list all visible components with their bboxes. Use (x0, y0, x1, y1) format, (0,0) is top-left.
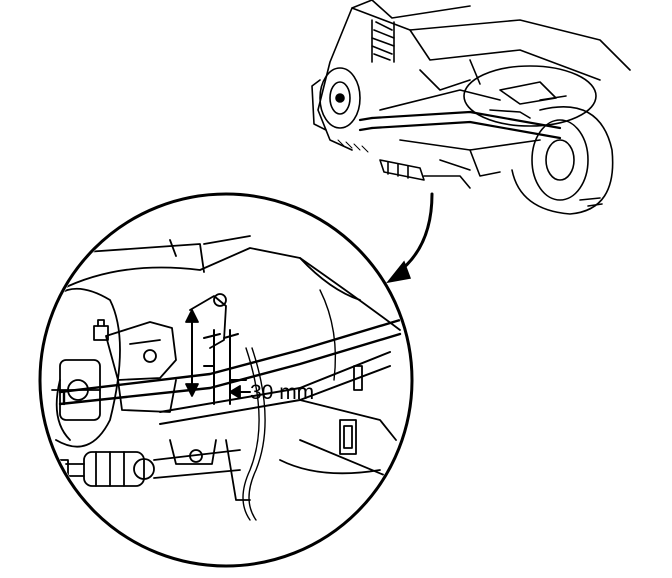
reference-marker-arrow (185, 309, 199, 397)
rear-tyre-overview (511, 106, 614, 215)
spare-wheel-well (463, 65, 597, 127)
wheel-arch (59, 235, 401, 331)
detail-pointer-arrow (386, 192, 434, 284)
dimension-label: 30 mm (250, 381, 314, 404)
axle-bracket (105, 321, 177, 413)
detail-circle-border (38, 192, 414, 568)
floor-and-exhaust (279, 365, 397, 481)
brake-hub-overview (311, 67, 361, 131)
vehicle-underside-overview (311, 0, 631, 215)
dimension-pointer (229, 385, 251, 399)
magnified-detail: 30 mm (38, 192, 414, 568)
hub-bolt (93, 319, 109, 341)
brake-lines (242, 289, 337, 521)
mounting-bracket (169, 293, 251, 501)
coil-spring (371, 19, 395, 63)
exhaust-muffler (379, 159, 471, 189)
axle-tube (58, 318, 402, 406)
rear-axle-beam (358, 110, 562, 140)
